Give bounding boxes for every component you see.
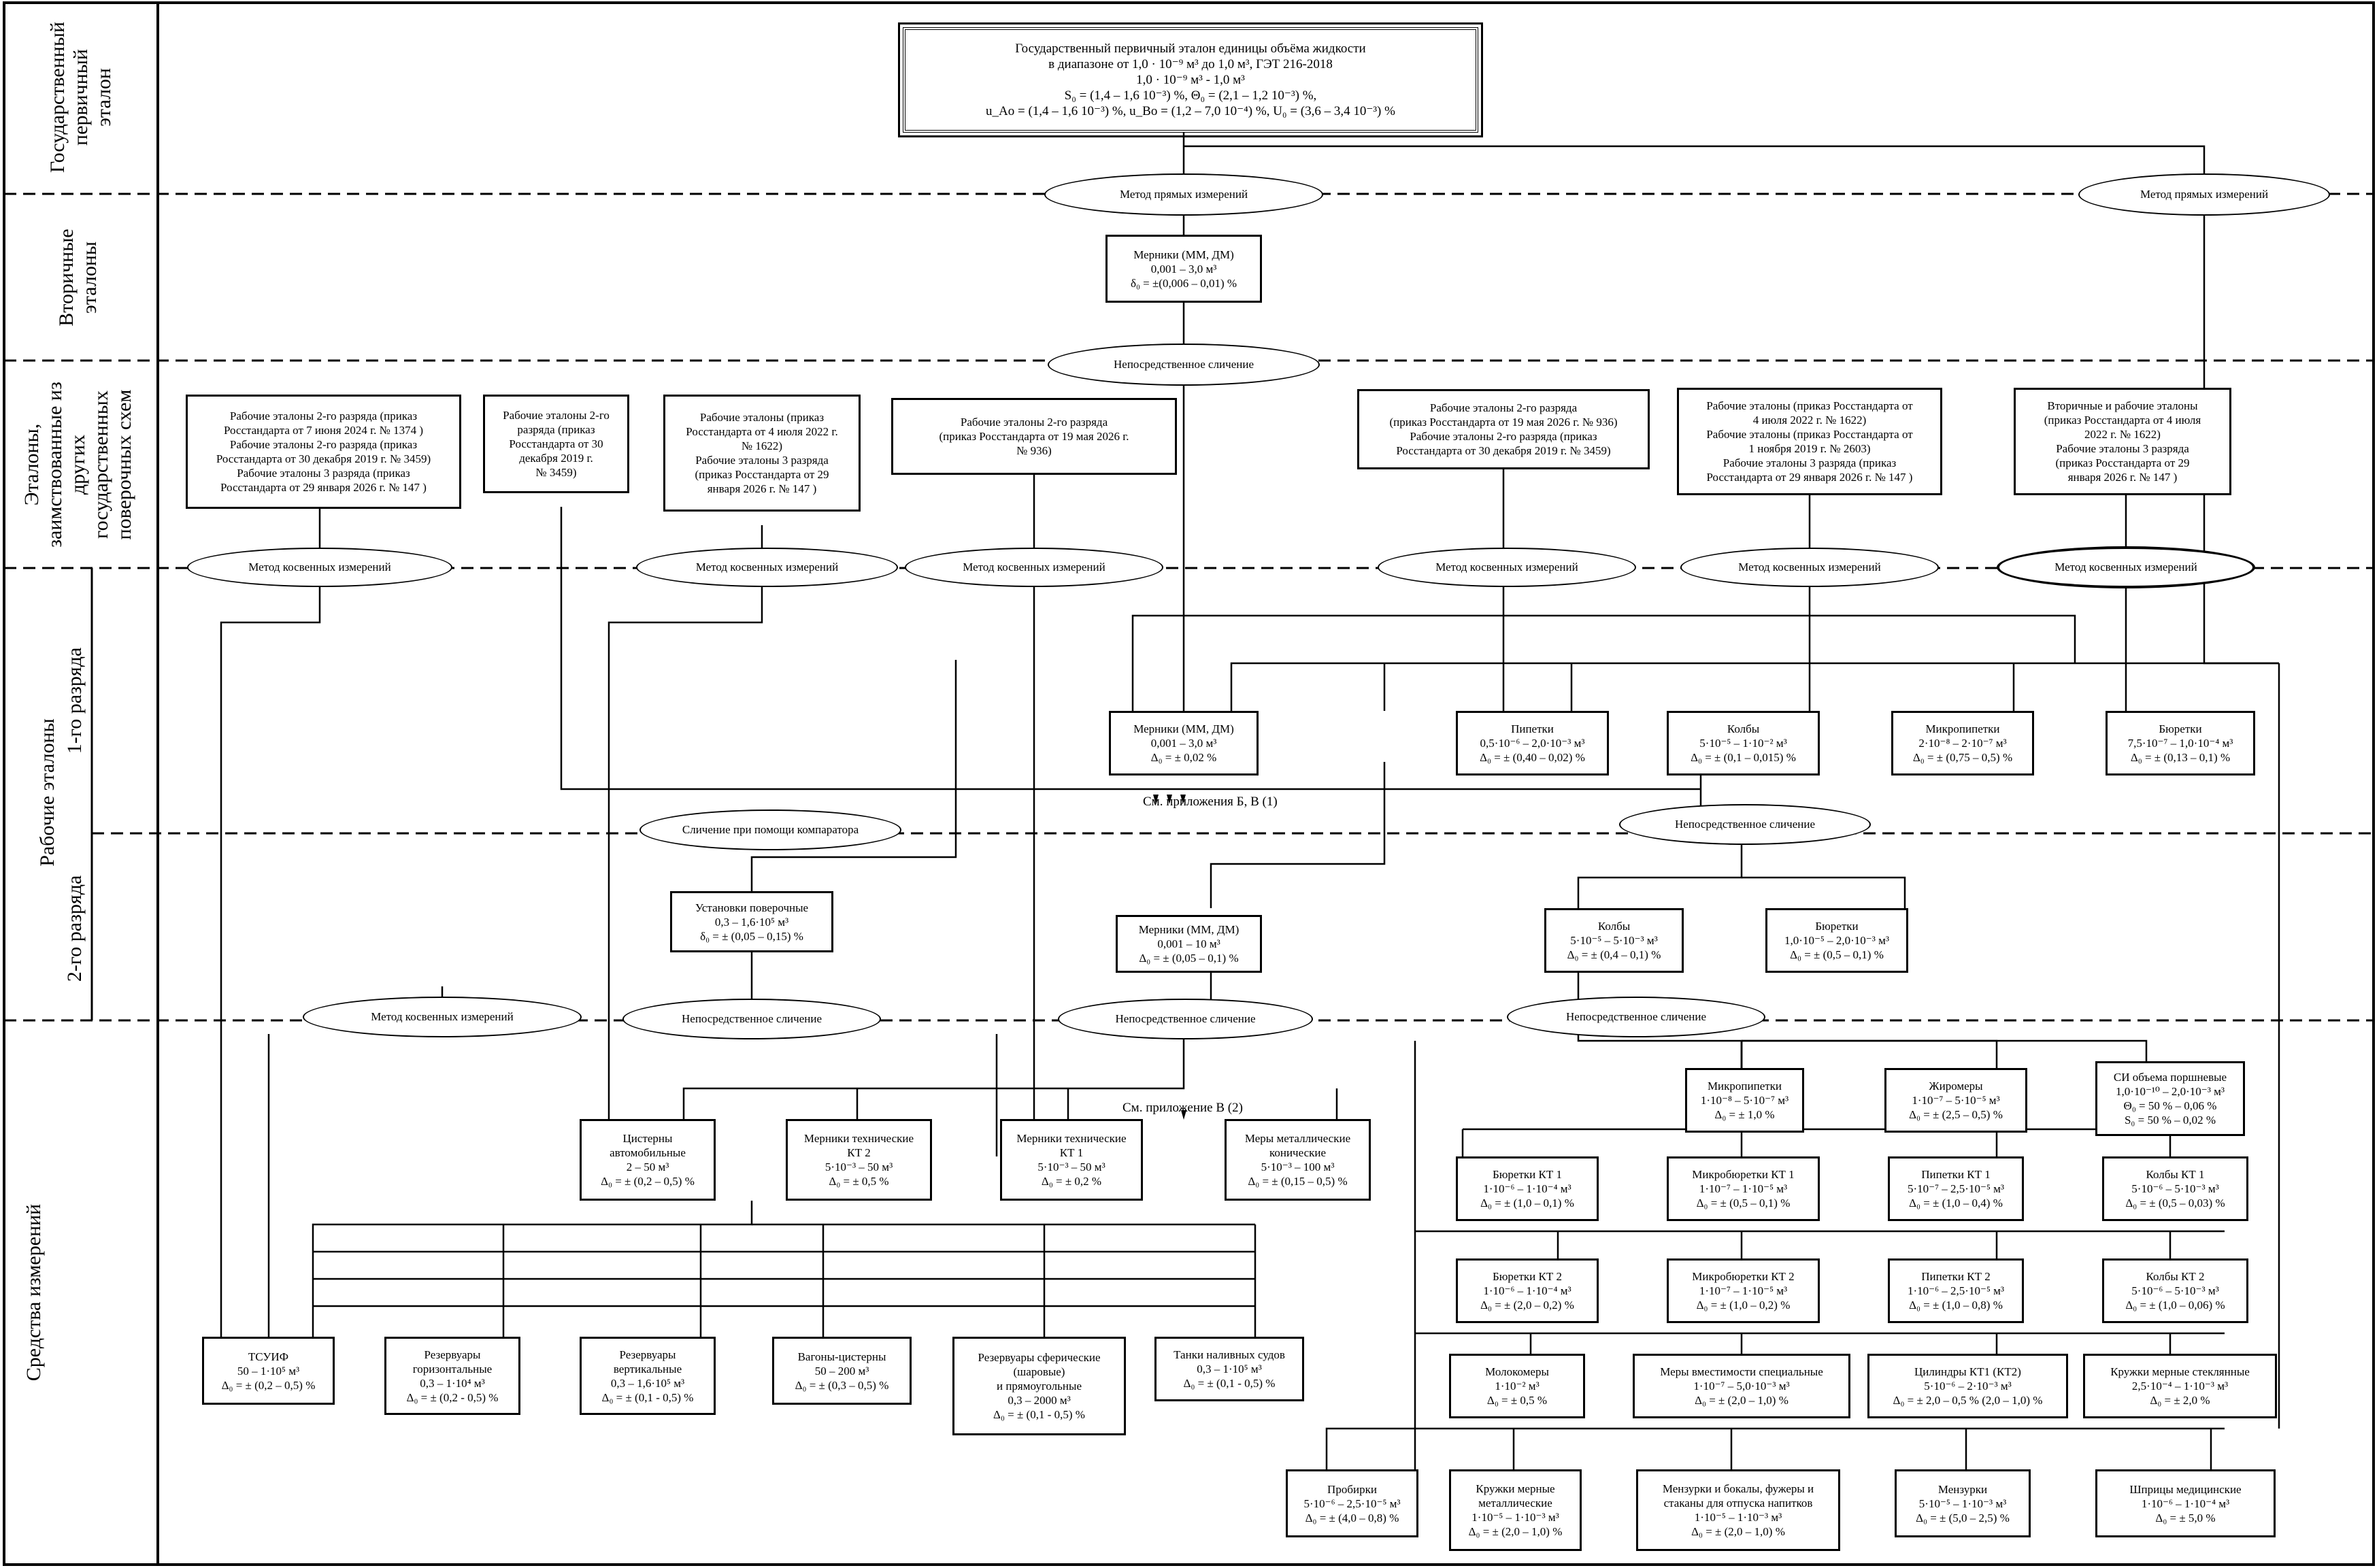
grade1-box-4: Микропипетки 2·10⁻⁸ – 2·10⁻⁷ м³ Δ₀ = ± (… [1891, 711, 2034, 775]
si-bottom-left-6: Танки наливных судов 0,3 – 1·10⁵ м³ Δ₀ =… [1154, 1337, 1304, 1401]
si-right-r3-4: Колбы КТ 2 5·10⁻⁶ – 5·10⁻³ м³ Δ₀ = ± (1,… [2102, 1258, 2248, 1323]
oval-indirect-5: Метод косвенных измерений [1680, 548, 1939, 587]
primary-standard-params2: u_Ao = (1,4 – 1,6 10⁻³) %, u_Bo = (1,2 –… [986, 104, 1395, 118]
grade1-box-5: Бюретки 7,5·10⁻⁷ – 1,0·10⁻⁴ м³ Δ₀ = ± (0… [2106, 711, 2255, 775]
si-right-r5-3: Мензурки и бокалы, фужеры и стаканы для … [1636, 1469, 1840, 1551]
si-right-r4-2: Меры вместимости специальные 1·10⁻⁷ – 5,… [1633, 1354, 1850, 1418]
si-right-r2-3: Пипетки КТ 1 5·10⁻⁷ – 2,5·10⁻⁵ м³ Δ₀ = ±… [1888, 1156, 2024, 1221]
si-mid-4: Меры металлические конические 5·10⁻³ – 1… [1225, 1119, 1371, 1201]
borrowed-box-7: Вторичные и рабочие эталоны (приказ Росс… [2014, 388, 2231, 495]
oval-comparison-b2: Непосредственное сличение [1058, 999, 1313, 1039]
row-label-borrowed: Эталоны, заимствованные из других госуда… [20, 382, 135, 548]
si-right-r4-4: Кружки мерные стеклянные 2,5·10⁻⁴ – 1·10… [2083, 1354, 2277, 1418]
grade2-box-3: Колбы 5·10⁻⁵ – 5·10⁻³ м³ Δ₀ = ± (0,4 – 0… [1544, 908, 1684, 973]
si-bottom-left-5: Резервуары сферические (шаровые) и прямо… [952, 1337, 1126, 1435]
si-right-r2-1: Бюретки КТ 1 1·10⁻⁶ – 1·10⁻⁴ м³ Δ₀ = ± (… [1456, 1156, 1599, 1221]
oval-comparator: Сличение при помощи компаратора [639, 810, 901, 850]
oval-indirect-1: Метод косвенных измерений [187, 548, 452, 587]
oval-indirect-2: Метод косвенных измерений [636, 548, 898, 587]
si-right-r4-1: Молокомеры 1·10⁻² м³ Δ₀ = ± 0,5 % [1449, 1354, 1585, 1418]
si-right-r3-3: Пипетки КТ 2 1·10⁻⁶ – 2,5·10⁻⁵ м³ Δ₀ = ±… [1888, 1258, 2024, 1323]
borrowed-box-4: Рабочие эталоны 2-го разряда (приказ Рос… [891, 398, 1177, 475]
si-right-r2-4: Колбы КТ 1 5·10⁻⁶ – 5·10⁻³ м³ Δ₀ = ± (0,… [2102, 1156, 2248, 1221]
si-right-r3-2: Микробюретки КТ 2 1·10⁻⁷ – 1·10⁻⁵ м³ Δ₀ … [1667, 1258, 1820, 1323]
note-appendix-bv1: См. приложения Б, В (1) [1143, 795, 1278, 809]
si-right-r5-4: Мензурки 5·10⁻⁵ – 1·10⁻³ м³ Δ₀ = ± (5,0 … [1895, 1469, 2031, 1537]
si-right-r3-1: Бюретки КТ 2 1·10⁻⁶ – 1·10⁻⁴ м³ Δ₀ = ± (… [1456, 1258, 1599, 1323]
oval-indirect-4: Метод косвенных измерений [1378, 548, 1636, 587]
grade2-box-2: Мерники (ММ, ДМ) 0,001 – 10 м³ Δ₀ = ± (0… [1116, 915, 1262, 973]
row-label-secondary: Вторичные эталоны [55, 229, 101, 327]
oval-direct-method-1: Метод прямых измерений [1044, 173, 1323, 216]
oval-indirect-6: Метод косвенных измерений [1997, 546, 2255, 588]
si-mid-2: Мерники технические КТ 2 5·10⁻³ – 50 м³ … [786, 1119, 932, 1201]
si-bottom-left-1: ТСУИФ 50 – 1·10⁵ м³ Δ₀ = ± (0,2 – 0,5) % [202, 1337, 335, 1405]
si-mid-1: Цистерны автомобильные 2 – 50 м³ Δ₀ = ± … [580, 1119, 716, 1201]
row-label-grade2: 2-го разряда [63, 875, 86, 982]
si-bottom-left-3: Резервуары вертикальные 0,3 – 1,6·10⁵ м³… [580, 1337, 716, 1415]
si-bottom-left-4: Вагоны-цистерны 50 – 200 м³ Δ₀ = ± (0,3 … [772, 1337, 912, 1405]
borrowed-box-6: Рабочие эталоны (приказ Росстандарта от … [1677, 388, 1942, 495]
row-label-grade1: 1-го разряда [63, 647, 86, 754]
oval-comparison-secondary: Непосредственное сличение [1048, 344, 1320, 386]
si-right-r5-2: Кружки мерные металлические 1·10⁻⁵ – 1·1… [1449, 1469, 1582, 1551]
primary-standard-box: Государственный первичный эталон единицы… [898, 22, 1483, 137]
secondary-standard-box: Мерники (ММ, ДМ) 0,001 – 3,0 м³ δ₀ = ±(0… [1105, 235, 1262, 303]
si-mid-3: Мерники технические КТ 1 5·10⁻³ – 50 м³ … [1000, 1119, 1143, 1201]
oval-indirect-bottom: Метод косвенных измерений [303, 997, 582, 1037]
si-right-r5-1: Пробирки 5·10⁻⁶ – 2,5·10⁻⁵ м³ Δ₀ = ± (4,… [1286, 1469, 1418, 1537]
oval-comparison-grade1: Непосредственное сличение [1619, 804, 1871, 845]
oval-comparison-b3: Непосредственное сличение [1507, 997, 1765, 1037]
si-right-r1-1: Микропипетки 1·10⁻⁸ – 5·10⁻⁷ м³ Δ₀ = ± 1… [1685, 1068, 1804, 1133]
borrowed-box-5: Рабочие эталоны 2-го разряда (приказ Рос… [1357, 389, 1650, 469]
grade1-box-1: Мерники (ММ, ДМ) 0,001 – 3,0 м³ Δ₀ = ± 0… [1109, 711, 1259, 775]
oval-indirect-3: Метод косвенных измерений [905, 548, 1163, 587]
oval-direct-method-2: Метод прямых измерений [2078, 173, 2330, 216]
grade1-box-3: Колбы 5·10⁻⁵ – 1·10⁻² м³ Δ₀ = ± (0,1 – 0… [1667, 711, 1820, 775]
row-label-instruments: Средства измерений [22, 1203, 45, 1382]
borrowed-box-3: Рабочие эталоны (приказ Росстандарта от … [663, 395, 861, 512]
grade2-box-1: Установки поверочные 0,3 – 1,6·10⁵ м³ δ₀… [670, 891, 833, 952]
borrowed-box-2: Рабочие эталоны 2-го разряда (приказ Рос… [483, 395, 629, 493]
si-right-r5-5: Шприцы медицинские 1·10⁻⁶ – 1·10⁻⁴ м³ Δ₀… [2095, 1469, 2276, 1537]
si-right-r4-3: Цилиндры КТ1 (КТ2) 5·10⁻⁶ – 2·10⁻³ м³ Δ₀… [1867, 1354, 2068, 1418]
primary-standard-params1: S₀ = (1,4 – 1,6 10⁻³) %, Θ₀ = (2,1 – 1,2… [1064, 88, 1317, 103]
oval-comparison-b1: Непосредственное сличение [622, 999, 881, 1039]
si-right-r2-2: Микробюретки КТ 1 1·10⁻⁷ – 1·10⁻⁵ м³ Δ₀ … [1667, 1156, 1820, 1221]
row-label-state-primary: Государственный первичный эталон [46, 21, 115, 173]
borrowed-box-1: Рабочие эталоны 2-го разряда (приказ Рос… [186, 395, 461, 509]
primary-standard-range2: 1,0 · 10⁻⁹ м³ - 1,0 м³ [1136, 73, 1245, 87]
grade1-box-2: Пипетки 0,5·10⁻⁶ – 2,0·10⁻³ м³ Δ₀ = ± (0… [1456, 711, 1609, 775]
note-appendix-v2: См. приложение В (2) [1122, 1101, 1243, 1115]
primary-standard-title: Государственный первичный эталон единицы… [1015, 41, 1366, 56]
si-right-r1-3: СИ объема поршневые 1,0·10⁻¹⁰ – 2,0·10⁻³… [2095, 1061, 2245, 1136]
si-bottom-left-2: Резервуары горизонтальные 0,3 – 1·10⁴ м³… [384, 1337, 520, 1415]
si-right-r1-2: Жиромеры 1·10⁻⁷ – 5·10⁻⁵ м³ Δ₀ = ± (2,5 … [1884, 1068, 2027, 1133]
grade2-box-4: Бюретки 1,0·10⁻⁵ – 2,0·10⁻³ м³ Δ₀ = ± (0… [1765, 908, 1908, 973]
primary-standard-range: в диапазоне от 1,0 · 10⁻⁹ м³ до 1,0 м³, … [1048, 57, 1333, 71]
